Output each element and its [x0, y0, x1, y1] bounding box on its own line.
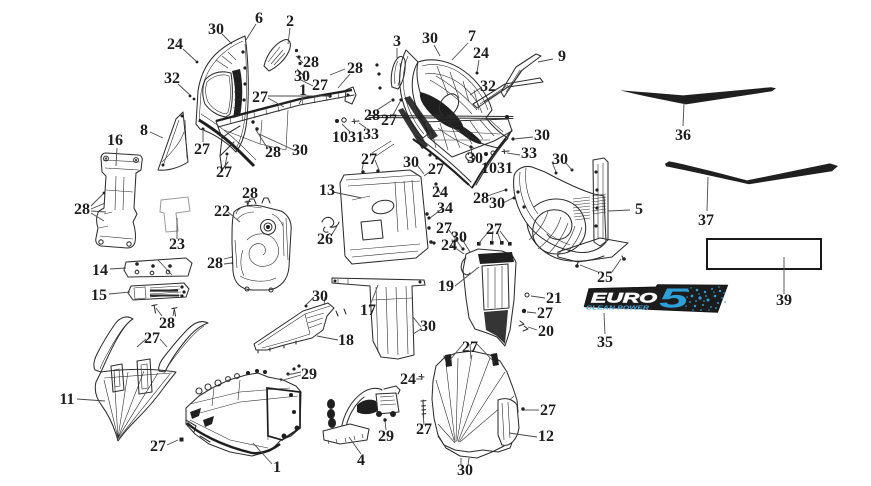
- svg-text:27: 27: [194, 141, 210, 158]
- svg-text:30: 30: [403, 154, 419, 171]
- svg-text:9: 9: [558, 48, 566, 65]
- svg-text:30: 30: [451, 229, 467, 246]
- svg-text:27: 27: [361, 151, 377, 168]
- svg-text:32: 32: [164, 70, 180, 87]
- svg-text:30: 30: [457, 462, 473, 479]
- svg-text:33: 33: [521, 145, 537, 162]
- svg-text:16: 16: [107, 132, 123, 149]
- svg-text:32: 32: [480, 78, 496, 95]
- svg-text:28: 28: [303, 54, 319, 71]
- svg-text:29: 29: [378, 428, 394, 445]
- svg-text:27: 27: [381, 112, 397, 129]
- svg-text:1031: 1031: [332, 129, 364, 146]
- svg-text:15: 15: [91, 287, 107, 304]
- svg-text:20: 20: [538, 323, 554, 340]
- svg-text:30: 30: [552, 151, 568, 168]
- svg-text:24: 24: [441, 237, 457, 254]
- svg-text:30: 30: [467, 150, 483, 167]
- svg-text:12: 12: [538, 428, 554, 445]
- svg-text:25: 25: [597, 269, 613, 286]
- svg-text:37: 37: [698, 212, 714, 229]
- svg-text:30: 30: [294, 68, 310, 85]
- svg-text:21: 21: [546, 290, 562, 307]
- svg-text:28: 28: [159, 315, 175, 332]
- svg-text:7: 7: [468, 28, 476, 45]
- svg-text:26: 26: [317, 231, 333, 248]
- svg-text:19: 19: [438, 278, 454, 295]
- svg-text:4: 4: [357, 452, 365, 469]
- svg-text:3: 3: [393, 33, 401, 50]
- svg-text:27: 27: [537, 305, 553, 322]
- svg-text:28: 28: [347, 60, 363, 77]
- svg-text:24: 24: [400, 371, 416, 388]
- svg-text:24: 24: [432, 184, 448, 201]
- svg-text:34: 34: [437, 200, 453, 217]
- svg-text:27: 27: [486, 221, 502, 238]
- svg-text:22: 22: [214, 203, 230, 220]
- svg-text:28: 28: [74, 201, 90, 218]
- svg-text:28: 28: [265, 144, 281, 161]
- svg-text:27: 27: [216, 164, 232, 181]
- svg-text:30: 30: [534, 127, 550, 144]
- svg-text:27: 27: [144, 330, 160, 347]
- svg-text:17: 17: [360, 302, 376, 319]
- svg-text:28: 28: [473, 190, 489, 207]
- svg-text:27: 27: [462, 339, 478, 356]
- svg-text:28: 28: [207, 255, 223, 272]
- svg-text:27: 27: [428, 161, 444, 178]
- svg-text:6: 6: [255, 10, 263, 27]
- svg-text:35: 35: [597, 334, 613, 351]
- svg-text:30: 30: [422, 30, 438, 47]
- svg-text:27: 27: [312, 77, 328, 94]
- svg-text:28: 28: [242, 185, 258, 202]
- svg-text:8: 8: [140, 122, 148, 139]
- svg-text:30: 30: [420, 318, 436, 335]
- svg-text:36: 36: [675, 127, 691, 144]
- svg-text:29: 29: [301, 366, 317, 383]
- svg-text:1: 1: [299, 82, 307, 99]
- svg-text:CLEAN POWER: CLEAN POWER: [586, 305, 649, 311]
- svg-text:24: 24: [167, 36, 183, 53]
- svg-text:2: 2: [286, 13, 294, 30]
- svg-text:14: 14: [92, 262, 108, 279]
- svg-text:13: 13: [319, 182, 335, 199]
- svg-text:30: 30: [292, 142, 308, 159]
- svg-text:39: 39: [776, 292, 792, 309]
- svg-text:18: 18: [338, 332, 354, 349]
- svg-text:30: 30: [312, 288, 328, 305]
- svg-text:27: 27: [416, 421, 432, 438]
- svg-text:5: 5: [635, 201, 643, 218]
- svg-text:1031: 1031: [481, 160, 513, 177]
- svg-text:EURO: EURO: [591, 291, 658, 306]
- svg-text:24: 24: [473, 45, 489, 62]
- svg-text:27: 27: [540, 402, 556, 419]
- svg-text:11: 11: [59, 391, 74, 408]
- svg-text:23: 23: [169, 236, 185, 253]
- svg-text:30: 30: [489, 195, 505, 212]
- svg-text:28: 28: [364, 107, 380, 124]
- svg-text:33: 33: [363, 126, 379, 143]
- svg-text:27: 27: [150, 438, 166, 455]
- svg-text:30: 30: [208, 21, 224, 38]
- svg-text:5: 5: [659, 283, 689, 314]
- svg-text:1: 1: [273, 459, 281, 476]
- svg-text:27: 27: [436, 220, 452, 237]
- svg-text:27: 27: [252, 89, 268, 106]
